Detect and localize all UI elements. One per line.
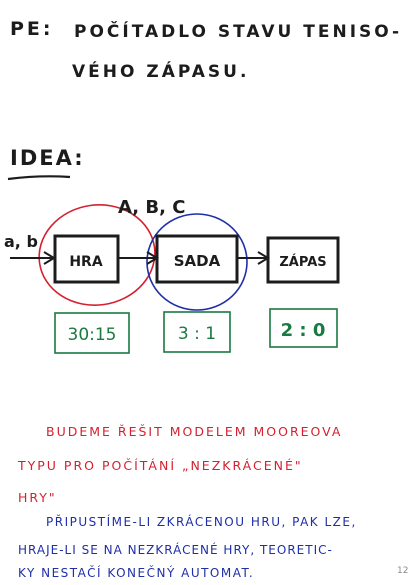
score-box-zapas	[269, 308, 338, 348]
blue-note-line-2: HRAJE-LI SE NA NEZKRÁCENÉ HRY, TEORETIC-	[18, 543, 333, 557]
score-box-hra	[54, 312, 130, 354]
box-zapas-label: ZÁPAS	[279, 254, 326, 270]
score-box-sada	[163, 311, 231, 353]
score-sada: 3 : 1	[178, 324, 216, 344]
page-number: 12	[397, 566, 409, 576]
title-prefix: PE:	[10, 18, 54, 40]
box-sada-label: SADA	[174, 252, 221, 270]
blue-note-line-3: KY NESTAČÍ KONEČNÝ AUTOMAT.	[18, 566, 255, 580]
title-line-1: POČÍTADLO STAVU TENISO-	[74, 22, 403, 42]
title-line-2: VÉHO ZÁPASU.	[72, 62, 250, 82]
idea-heading: IDEA:	[10, 146, 85, 170]
box-hra-label: HRA	[69, 254, 102, 270]
blue-note-line-1: PŘIPUSTÍME-LI ZKRÁCENOU HRU, PAK LZE,	[46, 515, 357, 529]
red-note-line-2: TYPU PRO POČÍTÁNÍ „NEZKRÁCENÉ"	[18, 458, 303, 473]
score-hra: 30:15	[68, 325, 117, 345]
red-note-line-1: BUDEME ŘEŠIT MODELEM MOOREOVA	[46, 424, 343, 439]
red-note-line-3: HRY"	[18, 490, 57, 505]
score-zapas: 2 : 0	[281, 320, 326, 341]
box-zapas	[266, 236, 340, 284]
red-circle	[38, 204, 156, 306]
blue-circle	[146, 213, 248, 311]
top-label: A, B, C	[118, 197, 185, 218]
input-label: a, b	[4, 232, 38, 251]
